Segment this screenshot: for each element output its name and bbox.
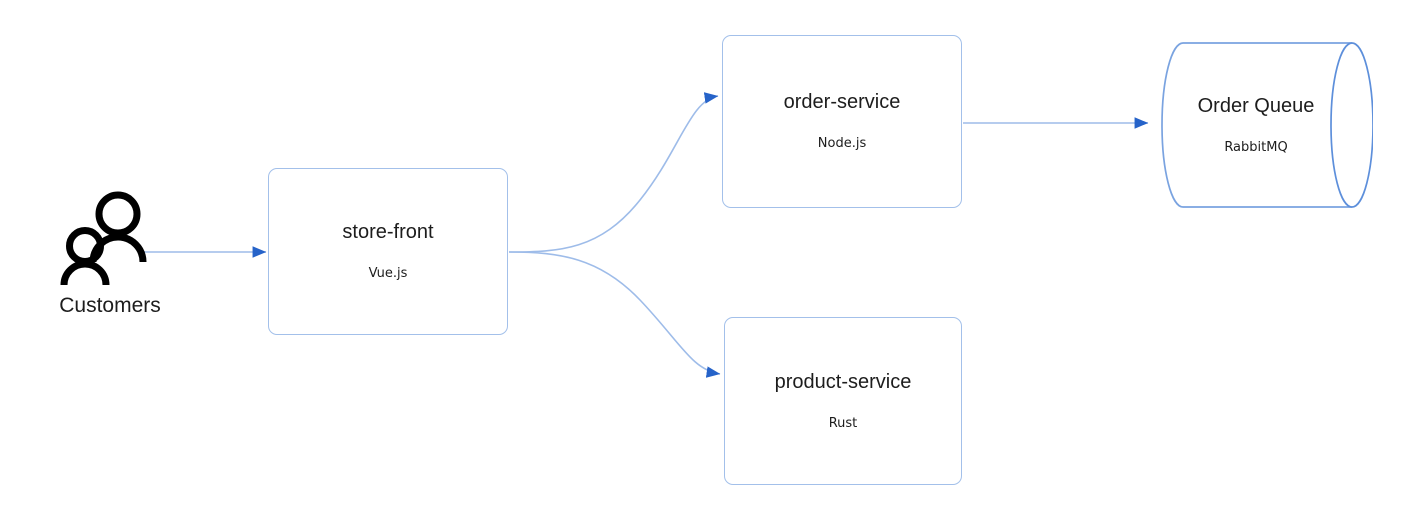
node-customers-label: Customers [59,294,161,317]
node-order-service-subtitle: Node.js [817,136,867,152]
node-product-service[interactable]: product-service Rust [724,317,962,485]
node-order-service-title: order-service [783,91,901,114]
node-store-front[interactable]: store-front Vue.js [268,168,508,335]
cylinder-shape [1161,42,1373,208]
node-store-front-subtitle: Vue.js [368,266,408,282]
node-order-service[interactable]: order-service Node.js [722,35,962,208]
two-people-icon [60,191,147,286]
edge-store-front-to-product-service [508,251,721,378]
node-product-service-title: product-service [774,370,912,393]
edge-store-front-to-order-service [508,92,719,253]
node-order-queue[interactable]: Order Queue RabbitMQ [1161,40,1373,210]
node-customers[interactable]: Customers [40,190,180,335]
node-product-service-subtitle: Rust [828,415,858,431]
node-store-front-title: store-front [342,221,434,244]
